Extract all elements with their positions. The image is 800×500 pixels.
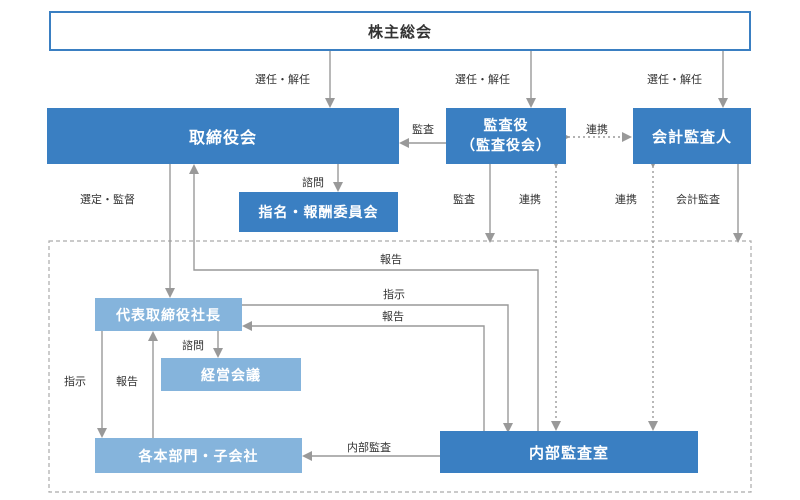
label-instruct-internal: 指示 (383, 288, 405, 301)
accounting-auditor-box: 会計監査人 (633, 108, 751, 164)
edge-report-president (242, 321, 485, 431)
audit-board-line2: （監査役会） (461, 138, 551, 154)
edge-report-board (189, 164, 539, 431)
president-box: 代表取締役社長 (95, 298, 242, 331)
management-meeting-box: 経営会議 (161, 358, 301, 391)
label-coop-internal: 連携 (519, 193, 541, 206)
audit-board-box: 監査役 （監査役会） (446, 108, 566, 164)
internal-audit-office-box: 内部監査室 (440, 431, 698, 473)
label-report-departments: 報告 (116, 375, 138, 388)
label-elect-auditor: 選任・解任 (455, 73, 510, 86)
label-select-supervise: 選定・監督 (80, 193, 135, 206)
label-coop-accounting-internal: 連携 (615, 193, 637, 206)
label-report-board: 報告 (380, 253, 402, 266)
label-audit-down: 監査 (453, 193, 475, 206)
executive-area-frame (48, 240, 752, 493)
label-consult-committee: 諮問 (302, 176, 324, 189)
audit-board-line1: 監査役 (483, 118, 529, 134)
label-elect-board: 選任・解任 (255, 73, 310, 86)
edge-instruct-internal (242, 304, 513, 433)
label-coop-auditors: 連携 (586, 123, 608, 136)
label-consult-meeting: 諮問 (182, 339, 204, 352)
label-report-president: 報告 (382, 310, 404, 323)
board-of-directors-box: 取締役会 (47, 108, 399, 164)
nomination-compensation-committee-box: 指名・報酬委員会 (239, 192, 398, 232)
label-audit-board: 監査 (412, 123, 434, 136)
departments-subsidiaries-box: 各本部門・子会社 (95, 438, 302, 473)
shareholders-meeting-box: 株主総会 (49, 11, 751, 51)
label-instruct-departments: 指示 (64, 375, 86, 388)
label-elect-accounting: 選任・解任 (647, 73, 702, 86)
label-accounting-audit: 会計監査 (676, 193, 720, 206)
label-internal-audit-departments: 内部監査 (347, 441, 391, 454)
